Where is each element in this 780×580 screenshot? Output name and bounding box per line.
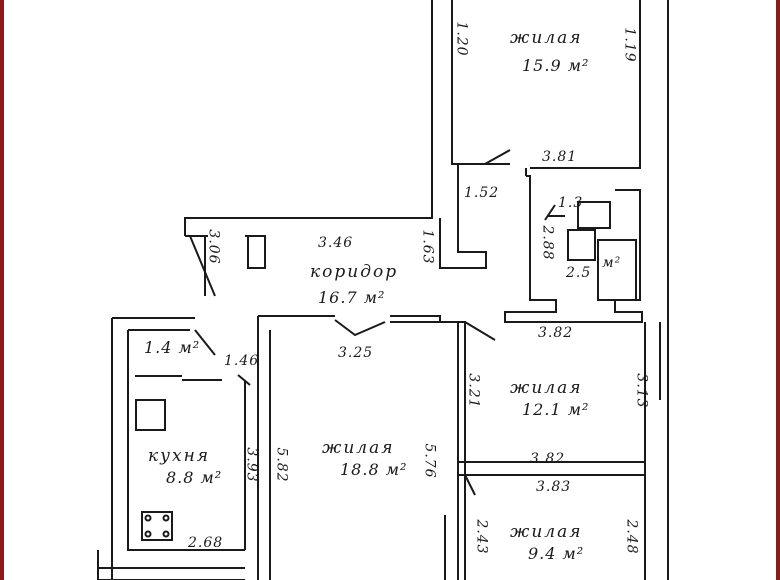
dimension-2-68: 2.68 [188,535,224,551]
dimension-3-82-bottom: 3.82 [530,451,566,467]
dimension-2-48: 2.48 [623,519,640,555]
wall-kitchen [97,316,271,580]
room-area-living-small: 9.4 м² [528,544,585,563]
room-area-pantry: 1.4 м² [144,338,201,357]
room-name-living-top: жилая [510,28,583,48]
dimension-1-52: 1.52 [464,185,500,201]
dimension-5-82: 5.82 [273,447,290,483]
room-area-living-big: 18.8 м² [340,460,408,479]
dimension-3-06: 3.06 [205,229,222,265]
stove-fixture [141,511,173,541]
room-name-living-big: жилая [322,438,395,458]
room-area-living-top: 15.9 м² [522,56,590,75]
dimension-1-46: 1.46 [224,353,260,369]
dimension-3-93: 3.93 [243,447,260,483]
dimension-3-81: 3.81 [542,149,578,165]
room-area-bathroom: м² [602,255,622,271]
wall-corridor-lower [185,235,466,580]
dimension-1-3: 1.3 [558,195,584,211]
dimension-3-83: 3.83 [536,479,572,495]
room-area-living-mid: 12.1 м² [522,400,590,419]
dimension-3-25: 3.25 [338,345,374,361]
sink-fixture [135,399,166,431]
dimension-1-63: 1.63 [419,229,436,265]
dimension-5-76: 5.76 [421,443,438,479]
dimension-1-20: 1.20 [453,21,470,57]
left-frame-border [0,0,4,580]
room-name-corridor: коридор [310,262,399,282]
dimension-2-88: 2.88 [539,225,556,261]
room-area-corridor: 16.7 м² [318,288,386,307]
dimension-3-46: 3.46 [318,235,354,251]
dimension-3-13: 3.13 [633,373,650,409]
wall-living-mid [444,322,661,580]
dimension-2-43: 2.43 [473,519,490,555]
door-swing [189,149,565,496]
right-frame-border [776,0,780,580]
dimension-3-21: 3.21 [465,373,482,409]
room-name-living-small: жилая [510,522,583,542]
bath-fixture [567,201,637,301]
room-area-kitchen: 8.8 м² [166,468,223,487]
wall-top-room [184,0,669,580]
room-name-kitchen: кухня [148,446,211,466]
dimension-1-19: 1.19 [621,27,638,63]
dimension-3-82-top: 3.82 [538,325,574,341]
dimension-2-5: 2.5 [566,265,592,281]
room-name-living-mid: жилая [510,378,583,398]
